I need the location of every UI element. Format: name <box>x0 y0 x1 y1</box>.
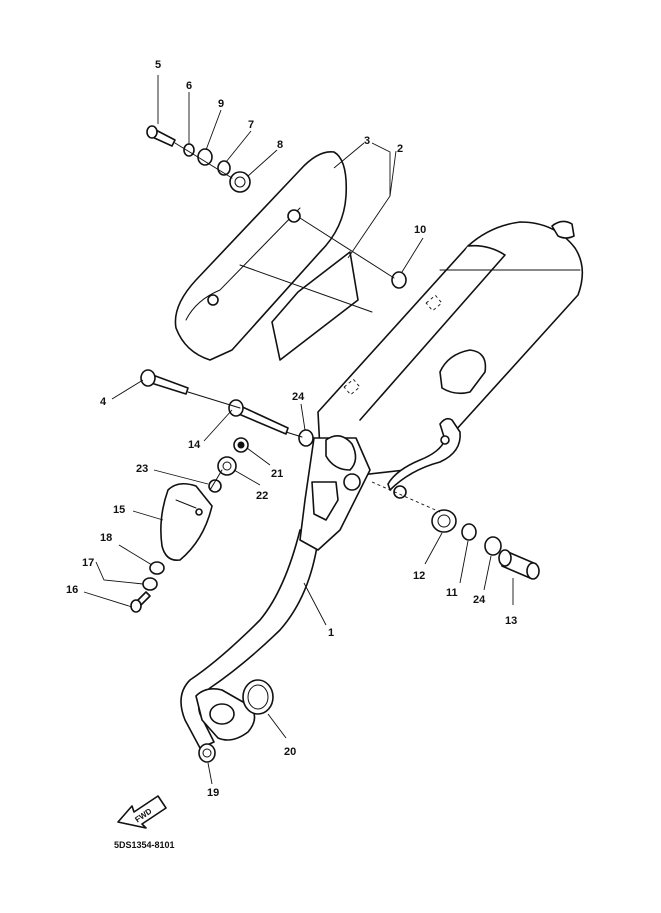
exhaust-pipe[interactable] <box>180 435 371 749</box>
heat-protector[interactable] <box>174 151 348 361</box>
bolt-14[interactable] <box>228 399 289 435</box>
callout-6: 6 <box>186 80 192 92</box>
callout-12: 12 <box>413 570 425 582</box>
callout-2: 2 <box>397 143 403 155</box>
callout-7: 7 <box>248 119 254 131</box>
callout-labels: 5 6 9 7 8 3 2 10 4 24 14 21 23 22 15 18 … <box>66 59 517 799</box>
washer-10[interactable] <box>391 271 407 289</box>
callout-15: 15 <box>113 504 125 516</box>
nut-23[interactable] <box>208 479 222 493</box>
callout-11: 11 <box>446 587 458 599</box>
collar-13[interactable] <box>498 549 540 580</box>
gasket-20[interactable] <box>242 679 274 715</box>
callout-23: 23 <box>136 463 148 475</box>
washer-17[interactable] <box>142 577 158 591</box>
bolt-5[interactable] <box>146 125 176 147</box>
callout-4: 4 <box>100 396 107 408</box>
screw-16[interactable] <box>130 591 151 613</box>
washer-24-upper[interactable] <box>298 429 314 447</box>
callout-24-lower: 24 <box>473 594 486 606</box>
callout-5: 5 <box>155 59 161 71</box>
callout-13: 13 <box>505 615 517 627</box>
callout-14: 14 <box>188 439 201 451</box>
washer-21[interactable] <box>233 437 249 453</box>
callout-1: 1 <box>328 627 334 639</box>
callout-8: 8 <box>277 139 283 151</box>
callout-19: 19 <box>207 787 219 799</box>
callout-18: 18 <box>100 532 112 544</box>
protector-gasket[interactable] <box>271 251 359 361</box>
damper-12[interactable] <box>431 509 457 533</box>
washer-24-lower[interactable] <box>484 536 502 556</box>
nut-22[interactable] <box>217 456 237 476</box>
leader-lines <box>83 75 514 785</box>
damper-8[interactable] <box>229 171 251 193</box>
callout-16: 16 <box>66 584 78 596</box>
diagram-code: 5DS1354-8101 <box>114 840 175 850</box>
washer-9[interactable] <box>197 148 213 166</box>
fwd-arrow-icon: FWD <box>117 795 167 829</box>
callout-9: 9 <box>218 98 224 110</box>
callout-10: 10 <box>414 224 426 236</box>
bolt-4[interactable] <box>140 369 189 395</box>
callout-20: 20 <box>284 746 296 758</box>
washer-18[interactable] <box>149 561 165 575</box>
collar-11[interactable] <box>461 523 477 541</box>
callout-22: 22 <box>256 490 268 502</box>
callout-17: 17 <box>82 557 94 569</box>
muffler-body[interactable] <box>317 220 584 499</box>
nut-19[interactable] <box>198 743 216 763</box>
callout-21: 21 <box>271 468 283 480</box>
callout-3: 3 <box>364 135 370 147</box>
protector-15[interactable] <box>160 482 213 562</box>
assembly-lines <box>174 142 441 513</box>
callout-24-upper: 24 <box>292 391 305 403</box>
